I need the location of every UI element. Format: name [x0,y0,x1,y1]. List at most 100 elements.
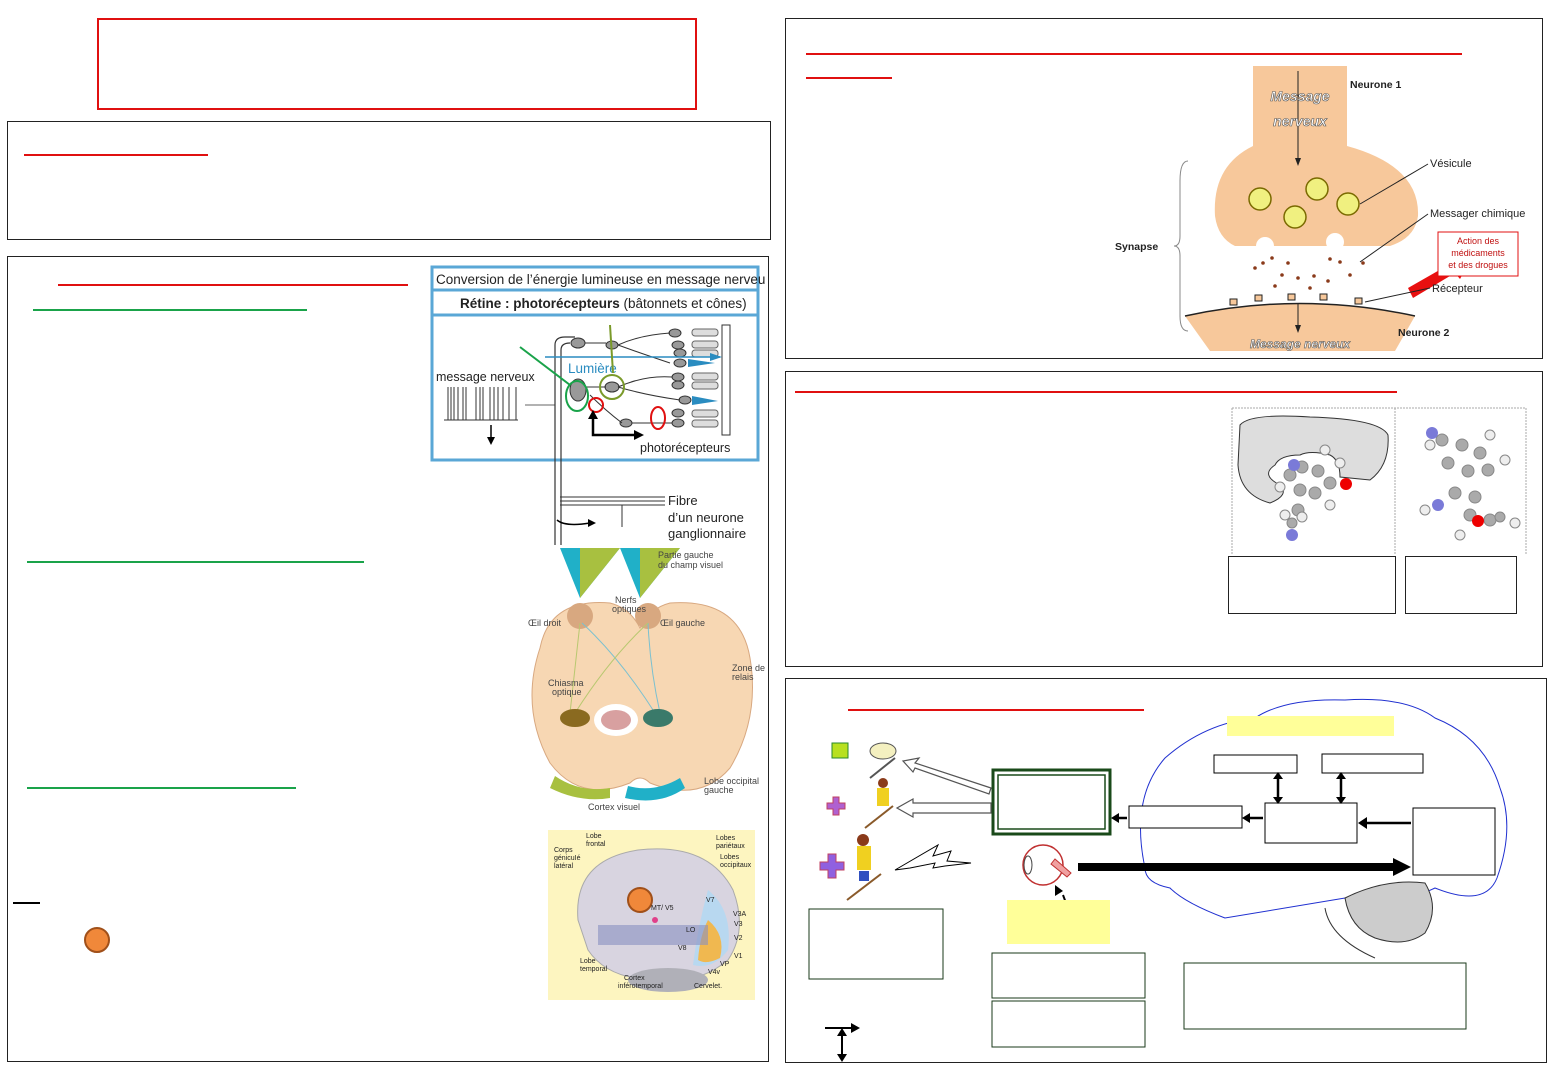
orange-marker [84,927,110,953]
movement-section [785,678,1547,1063]
label-optic-nerves-2: optiques [612,604,647,614]
label-recepteur: Récepteur [1432,283,1483,295]
eye-yellow-label [1007,900,1110,944]
label-cerebellum: Cervelet. [694,983,722,990]
label-fibre-3: ganglionnaire [668,526,746,541]
label-temporal-2: temporal [580,966,608,973]
label-message-nerveux: message nerveux [436,370,535,384]
effector-box[interactable] [991,768,1112,836]
plus-icon-large [819,853,845,879]
synapse-section [785,18,1543,359]
label-v3a: V3A [733,911,747,918]
label-message-top-1: Message [1270,88,1329,104]
label-geniculate-1: Corps [554,847,573,854]
cerebellum [1344,881,1433,943]
brain-box-right[interactable] [1412,807,1496,876]
plus-icon-small [826,796,846,816]
label-optic-nerves-1: Nerfs [615,595,637,605]
label-v2: V2 [734,935,743,942]
synapse-figure: Neurone 1 Neurone 2 Synapse Vésicule Mes… [1110,66,1540,354]
lightning-icon [894,843,972,871]
eye-answer-box-top[interactable] [991,952,1146,999]
boar-skier-icon [869,742,897,779]
brain-yellow-label [1227,716,1394,736]
short-line [13,902,40,904]
molecule-answer-box-1[interactable] [1228,556,1396,614]
label-v3: V3 [734,921,743,928]
label-synapse: Synapse [1115,241,1158,253]
brain-box-1[interactable] [1213,754,1298,774]
label-v7: V7 [706,897,715,904]
serotonin-molecule [1274,444,1346,529]
vision-section [7,256,769,1062]
label-geniculate-3: latéral [554,863,574,870]
label-visual-cortex: Cortex visuel [588,802,640,812]
spike-train [444,387,518,421]
cerebellum-answer-box[interactable] [1183,962,1467,1030]
label-geniculate-2: génicuIé [554,855,581,862]
skier-icon-2 [846,834,882,901]
label-chiasma-2: optique [552,687,582,697]
svg-text:Rétine : photorécepteurs (bâto: Rétine : photorécepteurs (bâtonnets et c… [460,296,747,311]
label-left-field-2: du champ visuel [658,560,723,570]
label-frontal-1: Lobe [586,833,602,840]
label-left-eye: Œil gauche [660,618,705,628]
label-relay-2: relais [732,672,754,682]
label-message-top-2: nerveux [1273,113,1328,129]
brain-box-left[interactable] [1128,805,1243,829]
vision-heading-underline [58,284,408,286]
intro-heading-underline [24,154,208,156]
label-parietal-2: pariétaux [716,843,745,850]
visual-pathway-figure: Partie gauche du champ visuel Nerfs opti… [528,548,765,812]
label-occipital-lobes-2: occipitaux [720,862,752,869]
label-mt: MT/ V5 [651,905,674,912]
subheading-underline-2 [27,561,364,563]
label-photorecepteurs: photorécepteurs [640,441,730,455]
brain-box-2[interactable] [1321,753,1424,774]
label-lumiere: Lumière [568,361,617,376]
label-temporal-1: Lobe [580,958,596,965]
label-vesicule: Vésicule [1430,158,1472,170]
legend-arrows [825,1027,853,1058]
label-v1: V1 [734,953,743,960]
label-messager-chimique: Messager chimique [1430,208,1525,220]
label-neurone-2: Neurone 2 [1398,327,1450,339]
skier-answer-box[interactable] [808,908,944,980]
retina-subtitle-bold: Rétine : photorécepteurs [460,296,620,311]
label-parietal-1: Lobes [716,835,736,842]
brain-box-center[interactable] [1264,802,1358,844]
label-occipital-2: gauche [704,785,734,795]
molecules-figure [1231,407,1527,555]
label-drugs-3: et des drogues [1448,260,1508,270]
lsd-molecule [1419,429,1521,541]
retina-subtitle-rest: (bâtonnets et cônes) [620,296,747,311]
label-v8: V8 [678,945,687,952]
molecule-answer-box-2[interactable] [1405,556,1517,614]
label-inferotemporal-1: Cortex [624,975,645,982]
label-drugs-2: médicaments [1451,248,1505,258]
label-left-field-1: Partie gauche [658,550,714,560]
intro-box [7,121,771,240]
label-inferotemporal-2: inférotemporal [618,983,663,990]
green-square-icon [831,742,849,759]
label-fibre-1: Fibre [668,493,698,508]
movement-diagram [808,698,1508,1062]
retina-figure: Conversion de l’énergie lumineuse en mes… [430,265,765,545]
molecules-heading-underline [795,391,1397,393]
label-drugs-1: Action des [1457,236,1500,246]
eye-answer-box-bottom[interactable] [991,1000,1146,1048]
subheading-underline-3 [27,787,296,789]
label-chiasma-1: Chiasma [548,678,584,688]
molecules-section [785,371,1543,667]
synapse-heading-underline [806,53,1462,55]
label-message-bottom: Message nerveux [1250,337,1351,351]
subheading-underline-1 [33,309,307,311]
title-box [97,18,697,110]
label-v4v: V4v [708,969,721,976]
label-neurone-1: Neurone 1 [1350,79,1402,91]
movement-heading-underline [848,709,1144,711]
retina-title: Conversion de l’énergie lumineuse en mes… [436,272,765,287]
label-occipital-lobes-1: Lobes [720,854,740,861]
skier-icon-1 [864,778,894,829]
label-vp: VP [720,961,730,968]
